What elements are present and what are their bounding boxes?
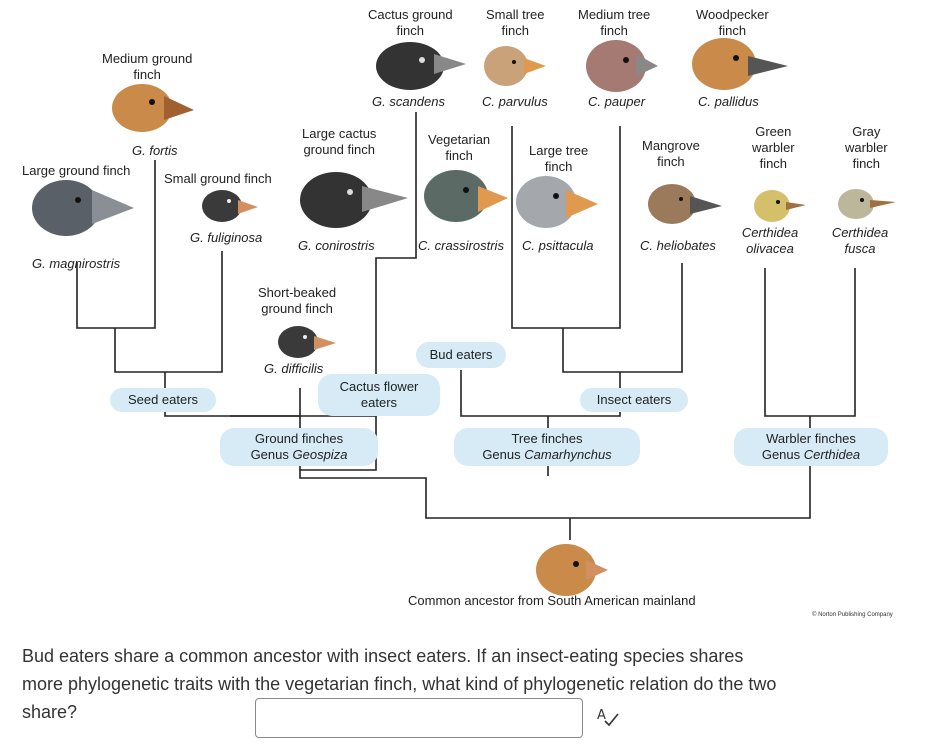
sci-certhidea-fusca: Certhidea fusca — [831, 225, 889, 256]
question-text: Bud eaters share a common ancestor with … — [22, 646, 777, 722]
bird-head-g-fortis — [112, 84, 194, 132]
sci-g-conirostris: G. conirostris — [298, 238, 375, 253]
sci-c-parvulus: C. parvulus — [482, 94, 548, 109]
sci-g-difficilis: G. difficilis — [264, 361, 324, 376]
answer-input[interactable] — [255, 698, 583, 738]
group-insect-eaters: Insect eaters — [580, 388, 688, 412]
phylogenetic-tree — [32, 38, 896, 596]
group-seed-eaters: Seed eaters — [110, 388, 216, 412]
bird-head-c-heliobates — [648, 184, 722, 224]
genus-camarhynchus: Tree finches Genus Camarhynchus — [454, 428, 640, 466]
bird-head-c-crassirostris — [424, 170, 508, 222]
sci-c-pauper: C. pauper — [588, 94, 646, 109]
bird-head-c-parvulus — [484, 46, 546, 86]
sci-g-magnirostris: G. magnirostris — [32, 256, 121, 271]
sci-c-crassirostris: C. crassirostris — [418, 238, 504, 253]
bird-head-certhidea-olivacea — [754, 190, 806, 222]
bird-head-g-difficilis — [278, 326, 336, 358]
sci-c-pallidus: C. pallidus — [698, 94, 759, 109]
bird-head-c-psittacula — [516, 176, 598, 228]
bird-head-g-scandens — [376, 42, 466, 90]
sci-g-fortis: G. fortis — [132, 143, 178, 158]
sci-c-heliobates: C. heliobates — [640, 238, 716, 253]
label-small-ground-finch: Small ground finch — [164, 171, 272, 186]
sci-g-scandens: G. scandens — [372, 94, 445, 109]
genus-certhidea: Warbler finches Genus Certhidea — [734, 428, 888, 466]
bird-head-c-pallidus — [692, 38, 788, 90]
sci-g-fuliginosa: G. fuliginosa — [190, 230, 263, 245]
spellcheck-icon[interactable]: A — [596, 706, 620, 728]
copyright-text: © Norton Publishing Company — [812, 612, 893, 618]
bird-head-g-conirostris — [300, 172, 408, 228]
sci-certhidea-olivacea: Certhidea olivacea — [741, 225, 799, 256]
bird-head-g-magnirostris — [32, 180, 134, 236]
bird-head-certhidea-fusca — [838, 189, 896, 219]
bird-head-c-pauper — [586, 40, 658, 92]
label-large-ground-finch: Large ground finch — [22, 163, 131, 178]
common-ancestor-label: Common ancestor from South American main… — [408, 593, 696, 608]
bird-head-common-ancestor — [536, 544, 608, 596]
bird-head-g-fuliginosa — [202, 190, 258, 222]
group-bud-eaters: Bud eaters — [416, 342, 506, 368]
svg-text:A: A — [597, 708, 606, 723]
genus-geospiza: Ground finches Genus Geospiza — [220, 428, 378, 466]
sci-c-psittacula: C. psittacula — [522, 238, 594, 253]
